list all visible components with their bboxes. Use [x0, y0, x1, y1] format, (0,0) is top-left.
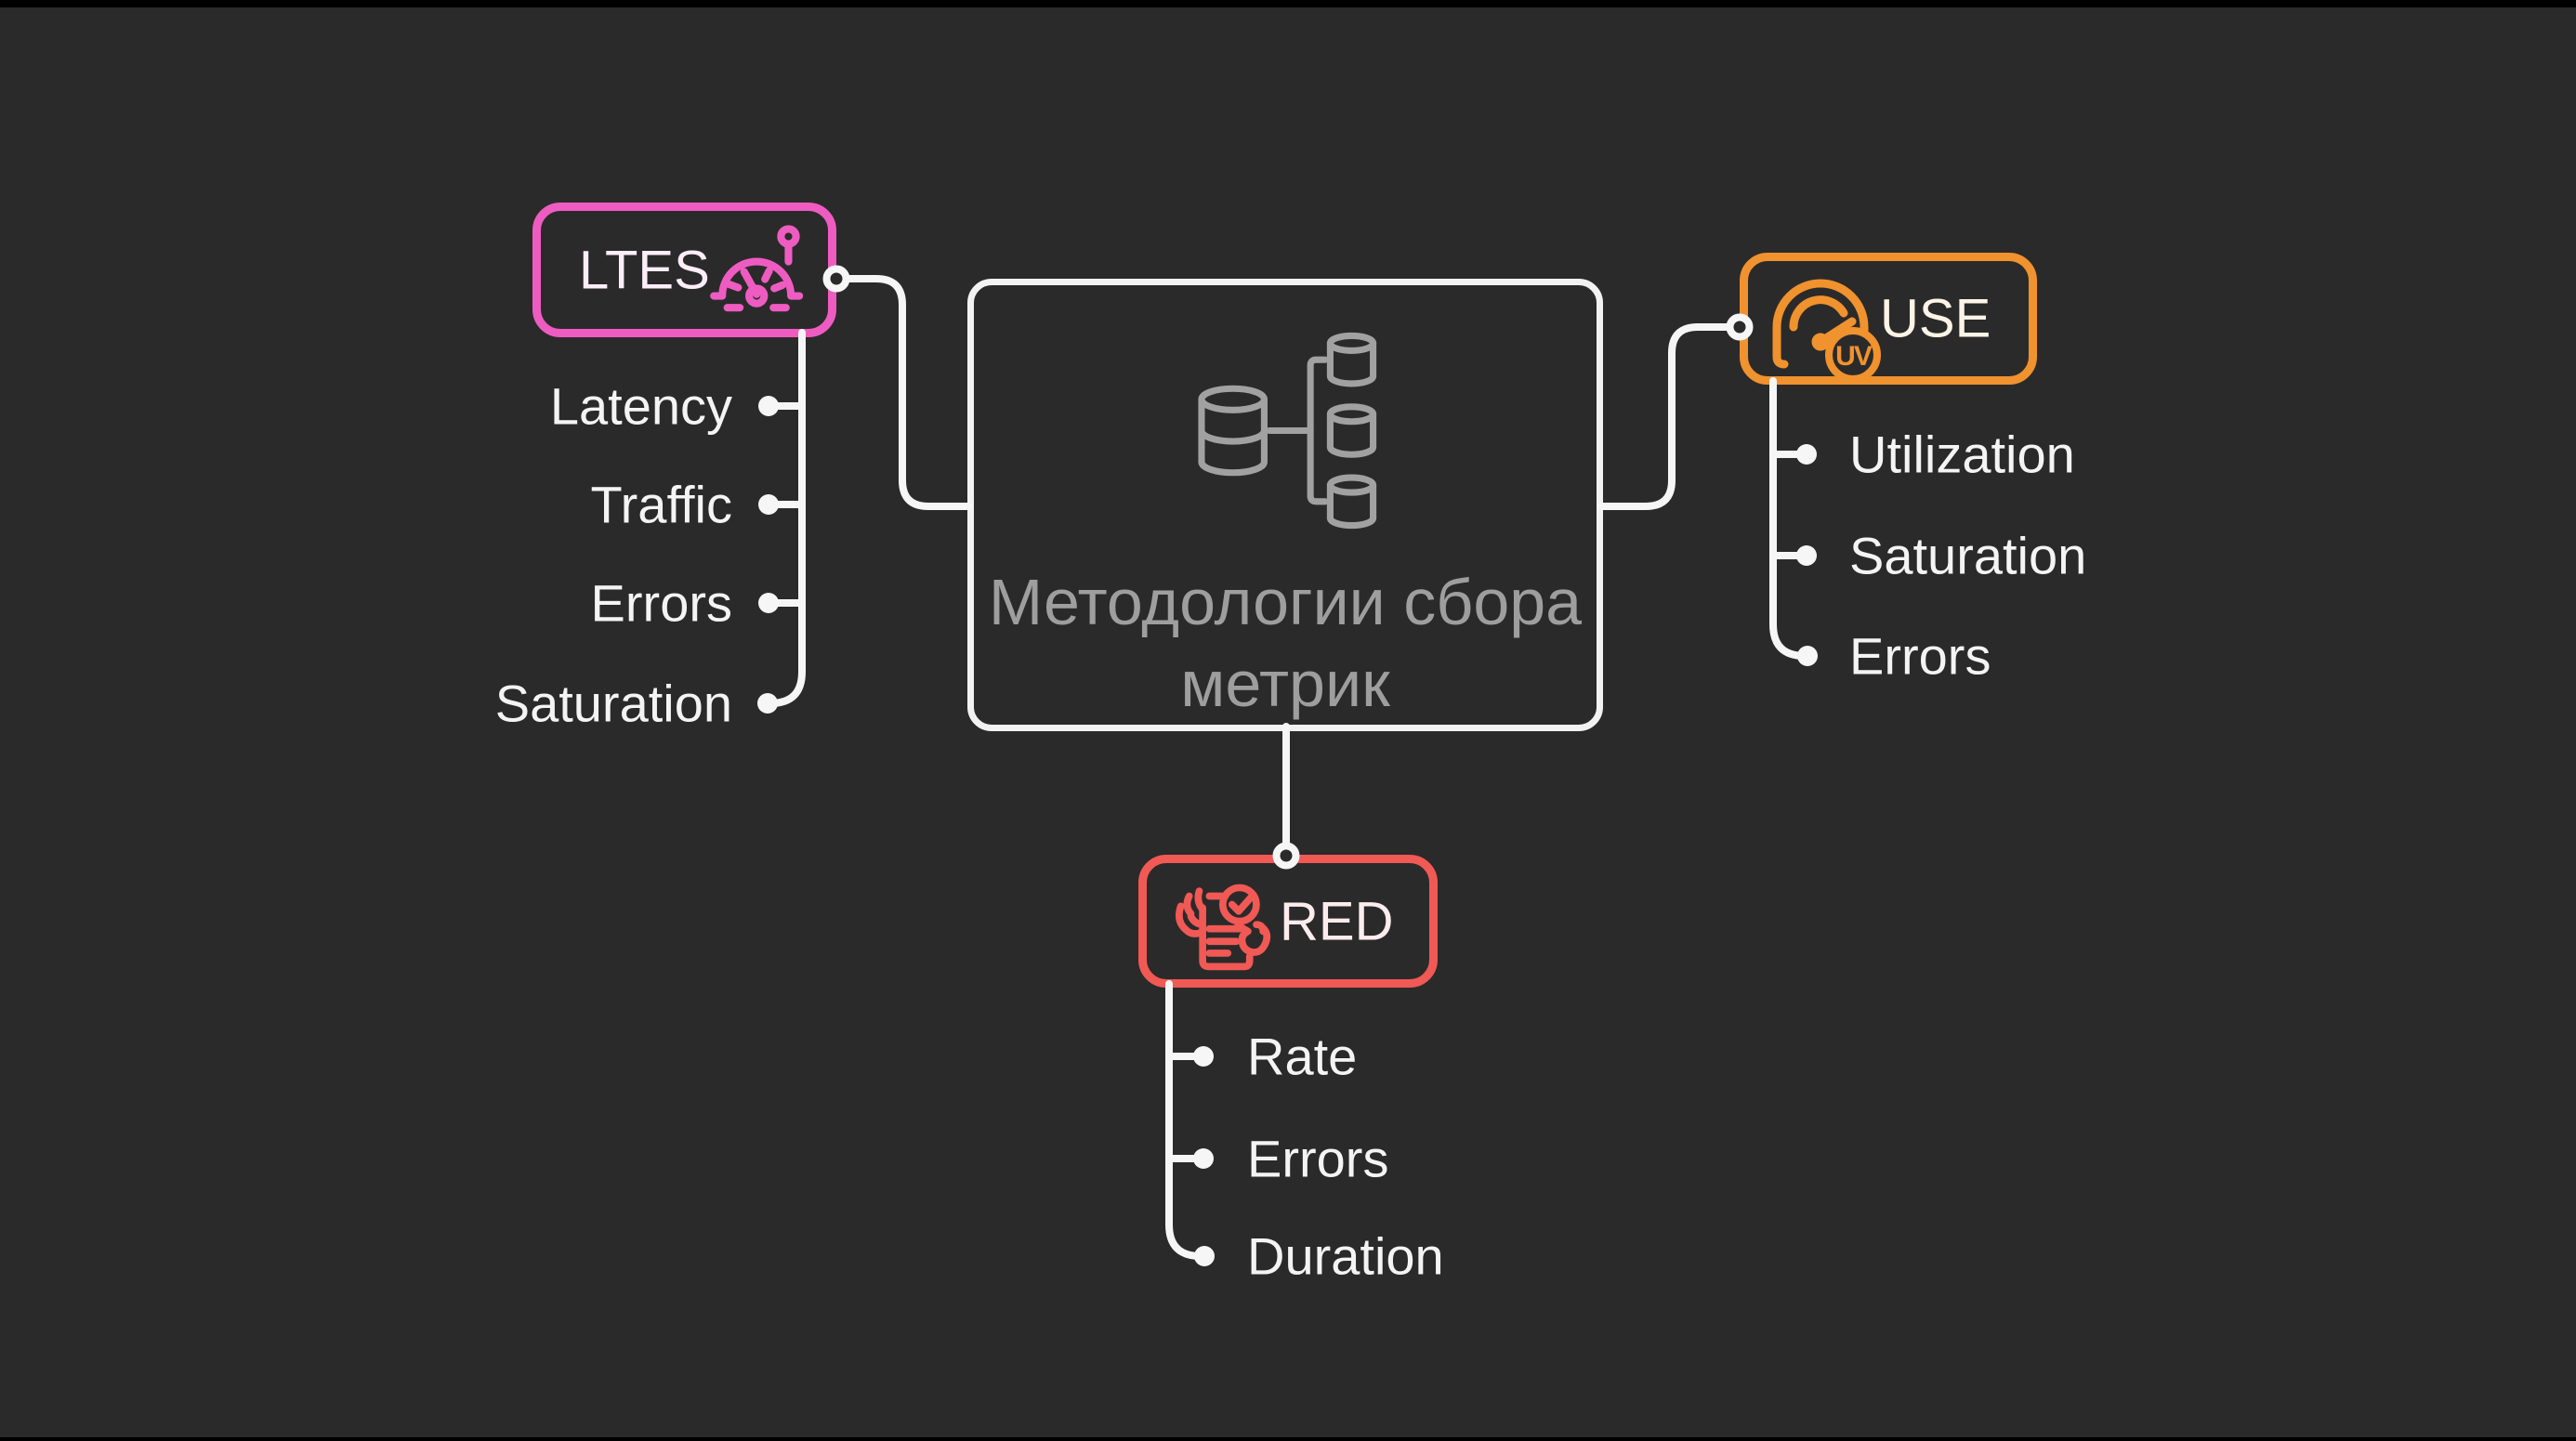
branch-tree-ltes — [757, 329, 806, 714]
uv-badge-label: UV — [1835, 341, 1873, 372]
top-letterbox-bar — [0, 0, 2576, 7]
branch-tree-red — [1165, 980, 1215, 1266]
node-red[interactable]: RED — [1138, 855, 1438, 988]
leaf-errors-red[interactable]: Errors — [1247, 1129, 1389, 1188]
speedometer-uv-icon: UV — [1772, 279, 1881, 382]
connector-ltes-center — [846, 275, 973, 510]
leaf-errors-use[interactable]: Errors — [1849, 626, 1991, 686]
leaf-duration[interactable]: Duration — [1247, 1226, 1444, 1286]
leaf-saturation-ltes[interactable]: Saturation — [494, 674, 732, 733]
checklist-hand-icon — [1176, 884, 1271, 971]
branch-tree-use — [1769, 377, 1818, 666]
leaf-errors-ltes[interactable]: Errors — [590, 573, 732, 633]
node-ltes[interactable]: LTES — [532, 203, 836, 337]
central-topic-title: Методологии сбора метрик — [988, 566, 1583, 720]
leaf-latency[interactable]: Latency — [549, 376, 732, 436]
leaf-utilization[interactable]: Utilization — [1849, 425, 2075, 484]
node-red-label: RED — [1280, 891, 1394, 951]
node-use[interactable]: USE UV — [1740, 253, 2037, 385]
leaf-saturation-use[interactable]: Saturation — [1849, 526, 2087, 585]
bottom-letterbox-bar — [0, 1437, 2576, 1441]
database-tree-icon — [1197, 332, 1376, 530]
node-ltes-label: LTES — [579, 240, 710, 300]
leaf-rate[interactable]: Rate — [1247, 1027, 1358, 1086]
node-use-label: USE — [1880, 288, 1991, 349]
leaf-traffic[interactable]: Traffic — [590, 475, 732, 534]
node-central-topic[interactable]: Методологии сбора метрик — [967, 279, 1603, 731]
gauge-pin-icon — [710, 225, 804, 312]
connector-center-use — [1597, 323, 1730, 510]
